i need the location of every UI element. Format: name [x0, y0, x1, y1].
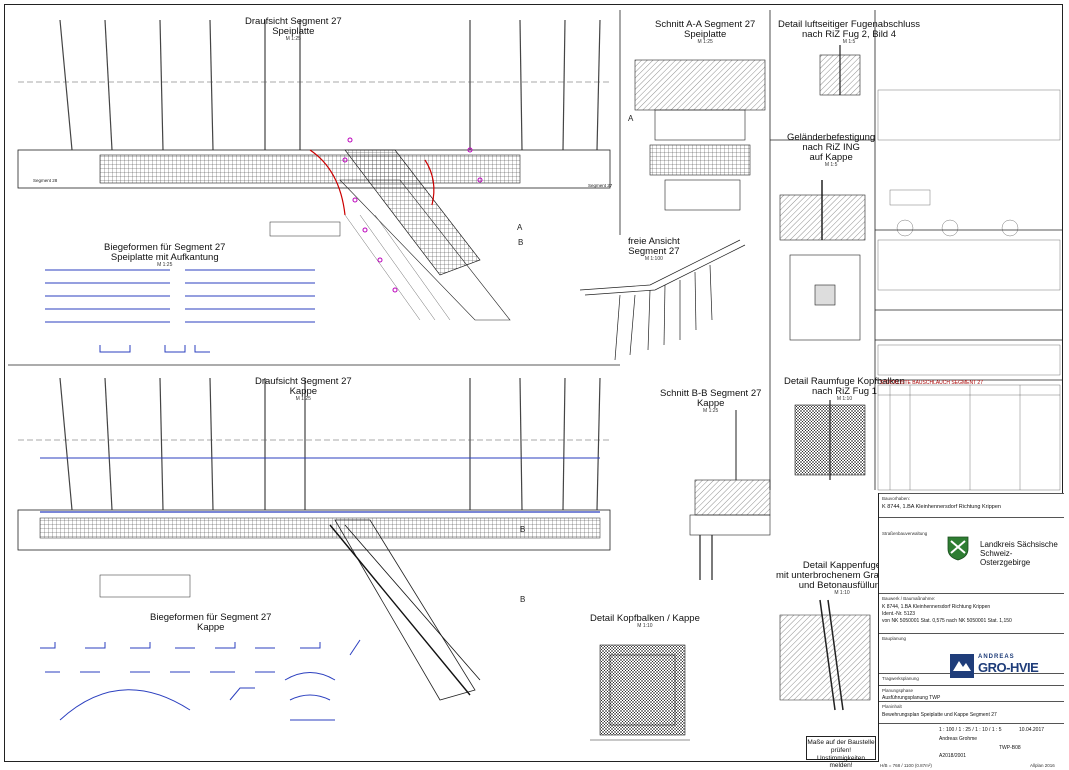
county-seal-icon: [947, 536, 969, 561]
section-mark-b1: B: [518, 238, 524, 247]
room-joint-heading: Detail Raumfuge Kopfbalken nach RiZ Fug …: [784, 376, 905, 402]
tb-project-label: Bauvorhaben:: [882, 496, 911, 501]
sheet-frame: [4, 4, 1063, 762]
cap-joint-drawing: [779, 599, 871, 711]
head-detail-heading: Detail Kopfbalken / Kappe M 1:10: [590, 613, 700, 629]
section-bb-drawing: [689, 410, 771, 580]
plan-cap-drawing: [17, 377, 611, 701]
section-mark-a1: A: [517, 223, 523, 232]
tb-plan-no: TWP-B08: [999, 745, 1021, 751]
designer-name: ANDREAS GRO-HVIE: [978, 654, 1039, 675]
tb-structural-label: Tragwerksplanung: [882, 676, 919, 681]
joint-detail-drawing: [819, 45, 861, 96]
joint-detail-heading: Detail luftseitiger Fugenabschluss nach …: [778, 19, 921, 45]
tb-scale: 1 : 100 / 1 : 25 / 1 : 10 / 1 : 5: [939, 727, 1002, 733]
designer-name-pre: ANDREAS: [978, 654, 1015, 660]
tb-client-row: Straßenbauverwaltung: [879, 517, 1064, 593]
tb-project-value: K 8744, 1.BA Kleinhennersdorf Richtung K…: [882, 504, 1001, 510]
title-block: Bauvorhaben: K 8744, 1.BA Kleinhennersdo…: [878, 493, 1064, 762]
railing-detail-drawing: [779, 180, 866, 341]
tb-drawn-by: Andreas Grohme: [939, 736, 978, 742]
tb-planning-label: Bauplanung: [882, 636, 907, 641]
section-mark-b3: B: [520, 595, 526, 604]
section-aa-drawing: [634, 59, 766, 211]
segment-label-27: Segment 27: [588, 183, 613, 188]
tb-phase-value: Ausführungsplanung TWP: [882, 695, 941, 701]
tb-work-label: Bauwerk / Baumaßnahme:: [882, 596, 936, 601]
tb-project-row: Bauvorhaben: K 8744, 1.BA Kleinhennersdo…: [879, 493, 1064, 517]
tb-work-row: Bauwerk / Baumaßnahme: K 8744, 1.BA Klei…: [879, 593, 1064, 633]
client-name: Landkreis Sächsische Schweiz-Osterzgebir…: [980, 540, 1058, 568]
tb-content-row: Planinhalt Bewehrungsplan Speiplatte und…: [879, 701, 1064, 723]
tb-content-label: Planinhalt: [882, 704, 902, 709]
room-joint-drawing: [794, 400, 866, 480]
footer-right: Allplan 2016: [1030, 763, 1055, 768]
bending-shapes-top: [45, 269, 315, 353]
segment-label-28: Segment 28: [33, 178, 58, 183]
free-view-heading: freie Ansicht Segment 27 M 1:100: [628, 236, 680, 262]
cap-joint-heading: Detail Kappenfuge mit unterbrochenem Gra…: [776, 560, 909, 596]
tb-client-label: Straßenbauverwaltung: [882, 531, 928, 536]
bending-shapes-cap: [40, 639, 361, 721]
parts-table-lines: [877, 89, 1061, 491]
tb-phase-row: Planungsphase Ausführungsplanung TWP: [879, 685, 1064, 701]
railing-heading: Geländerbefestigung nach RiZ ING auf Kap…: [787, 132, 876, 168]
tb-index-no: A2018/2001: [939, 753, 966, 759]
tb-planning-row: Bauplanung: [879, 633, 1064, 673]
tb-meta-row: 1 : 100 / 1 : 25 / 1 : 10 / 1 : 5 10.04.…: [879, 723, 1064, 762]
designer-logo: ANDREAS GRO-HVIE: [950, 652, 1060, 682]
section-bb-heading: Schnitt B-B Segment 27 Kappe M 1:25: [660, 388, 762, 414]
section-mark-b2: B: [520, 525, 526, 534]
tb-work-line-1: K 8744, 1.BA Kleinhennersdorf Richtung K…: [882, 604, 991, 610]
section-aa-heading: Schnitt A-A Segment 27 Speiplatte M 1:25: [655, 19, 756, 45]
section-mark-a2: A: [628, 114, 634, 123]
top-plan-heading: Draufsicht Segment 27 Speiplatte M 1:25: [245, 16, 342, 42]
footer-left: H/B = 768 / 1100 (0.87m²): [880, 763, 932, 768]
bending-cap-heading: Biegeformen für Segment 27 Kappe: [150, 612, 272, 633]
bending-top-heading: Biegeformen für Segment 27 Speiplatte mi…: [104, 242, 226, 268]
tb-phase-label: Planungsphase: [882, 688, 914, 693]
free-view-drawing: [579, 239, 746, 361]
head-detail-drawing: [590, 644, 690, 741]
parts-list-title: STÜCKLISTE BAUSCHLAUCH SEGMENT 27: [880, 380, 983, 386]
designer-name-main: GRO-HVIE: [978, 660, 1039, 675]
tb-work-line-3: von NK 5050001 Stat. 0,575 nach NK 50500…: [882, 618, 1012, 624]
plan-cap-heading: Draufsicht Segment 27 Kappe M 1:25: [255, 376, 352, 402]
designer-logo-icon: [950, 654, 974, 678]
tb-work-line-2: Ident.-Nr. 5123: [882, 611, 916, 617]
tb-date: 10.04.2017: [1019, 727, 1045, 733]
tb-content-value: Bewehrungsplan Speiplatte und Kappe Segm…: [882, 712, 997, 718]
top-plan-drawing: [17, 19, 611, 321]
site-check-warning: Maße auf der Baustelle prüfen! Unstimmig…: [806, 736, 876, 769]
